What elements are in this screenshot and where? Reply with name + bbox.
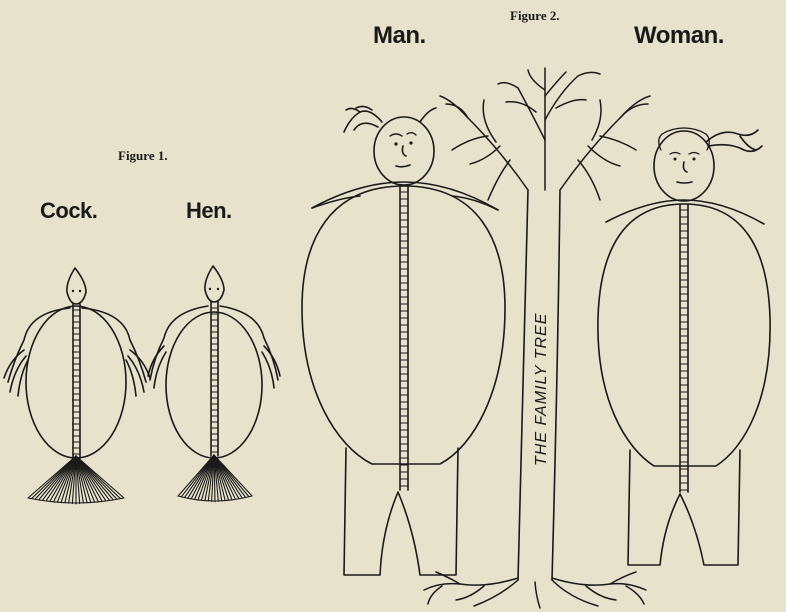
cock-right-wing bbox=[82, 308, 150, 396]
hen-tail bbox=[178, 455, 252, 502]
tree-roots bbox=[424, 572, 646, 608]
cock-figure bbox=[4, 268, 150, 504]
tree-caption: THE FAMILY TREE bbox=[533, 313, 550, 466]
woman-spine bbox=[680, 204, 688, 492]
family-tree: THE FAMILY TREE bbox=[424, 68, 650, 608]
tree-branches bbox=[440, 68, 650, 200]
hen-body bbox=[166, 312, 262, 458]
hen-figure bbox=[148, 266, 280, 502]
woman-figure bbox=[598, 128, 770, 565]
woman-legs bbox=[628, 450, 740, 565]
cock-spine bbox=[73, 304, 80, 458]
cock-head bbox=[67, 268, 86, 304]
cock-left-wing bbox=[4, 308, 70, 396]
man-spine bbox=[400, 186, 408, 490]
cock-tail bbox=[28, 456, 124, 504]
man-hair bbox=[344, 106, 436, 132]
hen-left-wing bbox=[148, 306, 208, 388]
hen-spine bbox=[211, 302, 218, 456]
man-head bbox=[374, 117, 434, 185]
hen-head bbox=[205, 266, 224, 302]
woman-hair bbox=[706, 130, 762, 151]
man-legs bbox=[344, 448, 458, 575]
hen-right-wing bbox=[220, 306, 280, 388]
man-figure bbox=[302, 106, 505, 575]
